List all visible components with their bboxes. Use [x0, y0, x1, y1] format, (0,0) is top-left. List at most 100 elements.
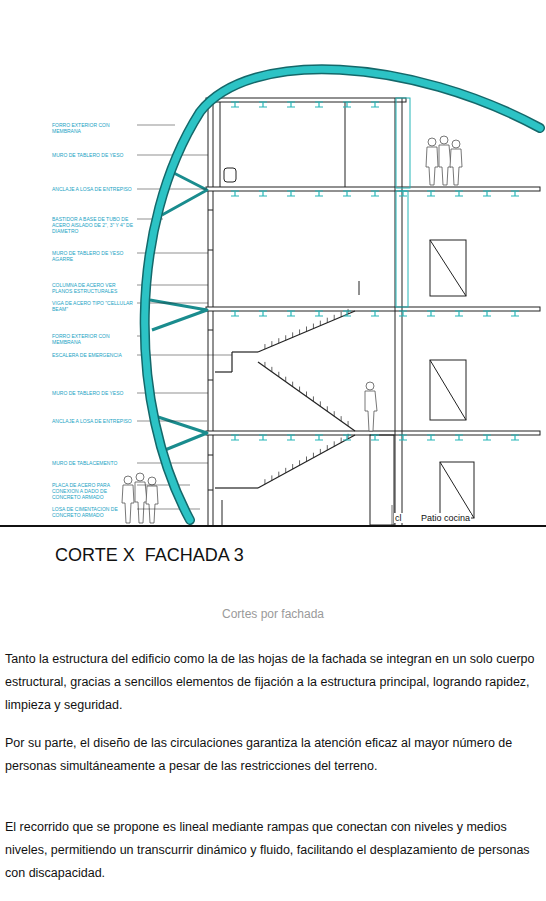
emergency-stair	[278, 372, 279, 377]
cellular-beam	[231, 102, 519, 440]
cellular-beam	[315, 435, 323, 440]
emergency-stair	[327, 445, 328, 450]
cellular-beam	[371, 102, 379, 107]
emergency-stair	[299, 460, 300, 465]
ground-line	[0, 525, 546, 527]
cellular-beam	[231, 311, 239, 316]
people-figures	[124, 476, 132, 484]
cellular-beam	[287, 311, 295, 316]
building-structure	[208, 250, 213, 251]
building-structure	[208, 210, 213, 211]
cellular-beam	[455, 191, 463, 196]
people-figures	[365, 391, 377, 431]
grid-line	[392, 505, 393, 525]
building-structure	[430, 240, 466, 296]
cellular-beam	[427, 311, 435, 316]
cellular-beam	[427, 435, 435, 440]
cellular-beam	[287, 102, 295, 107]
building-structure	[224, 168, 236, 182]
emergency-stair	[271, 367, 272, 372]
facade-bracing	[150, 300, 207, 330]
emergency-stair	[292, 382, 293, 387]
emergency-stair	[258, 435, 355, 488]
facade-rib	[145, 69, 540, 520]
emergency-stair	[320, 449, 321, 454]
cellular-beam	[399, 191, 407, 196]
figure-caption: Cortes por fachada	[0, 607, 546, 622]
emergency-stair	[232, 351, 258, 352]
leader-lines	[137, 125, 232, 509]
building-structure	[370, 435, 394, 525]
callout-label: MURO DE TABLERO DE YESO AGARRE	[52, 250, 134, 262]
building-structure	[440, 462, 474, 518]
emergency-stair	[232, 487, 258, 488]
building-structure	[206, 98, 540, 525]
cellular-beam	[315, 191, 323, 196]
cellular-beam	[511, 191, 519, 196]
building-structure	[208, 490, 213, 491]
callout-label: ESCALERA DE EMERGENCIA	[52, 352, 134, 358]
emergency-stair	[278, 472, 279, 477]
building-structure	[395, 98, 396, 525]
emergency-stair	[327, 406, 328, 411]
cellular-beam	[483, 435, 491, 440]
callout-label: COLUMNA DE ACERO VER PLANOS ESTRUCTURALE…	[52, 282, 134, 294]
cellular-beam	[343, 311, 351, 316]
cellular-beam	[483, 191, 491, 196]
emergency-stair	[341, 416, 342, 421]
callout-label: LOSA DE CIMENTACION DE CONCRETO ARMADO	[52, 506, 134, 518]
cellular-beam	[511, 435, 519, 440]
callout-label: FORRO EXTERIOR CON MEMBRANA	[52, 122, 134, 134]
people-figures	[366, 382, 374, 390]
emergency-stair	[292, 332, 293, 337]
building-structure	[208, 380, 213, 381]
cellular-beam	[231, 191, 239, 196]
emergency-stair	[285, 335, 286, 340]
drawing-label: cl	[394, 513, 403, 523]
body-paragraph: Por su parte, el diseño de las circulaci…	[5, 732, 541, 778]
cellular-beam	[343, 102, 351, 107]
cellular-beam	[231, 102, 239, 107]
cellular-beam	[455, 311, 463, 316]
cellular-beam	[483, 311, 491, 316]
emergency-stair	[320, 321, 321, 326]
emergency-stair	[313, 396, 314, 401]
emergency-stair	[327, 318, 328, 323]
emergency-stair	[313, 324, 314, 329]
cellular-beam	[259, 311, 267, 316]
people-figures	[148, 477, 156, 485]
cellular-beam	[399, 311, 407, 316]
leader-line	[137, 509, 200, 510]
building-structure	[430, 240, 466, 296]
emergency-stair	[271, 341, 272, 346]
emergency-stair	[278, 338, 279, 343]
cellular-beam	[371, 191, 379, 196]
emergency-stair	[334, 411, 335, 416]
emergency-stair	[334, 315, 335, 320]
cellular-beam	[259, 435, 267, 440]
emergency-stair	[285, 468, 286, 473]
emergency-stair	[348, 421, 349, 426]
cellular-beam	[455, 435, 463, 440]
people-figures	[428, 138, 436, 146]
cellular-beam	[511, 311, 519, 316]
emergency-stair	[215, 371, 232, 372]
facade-rib	[145, 69, 540, 520]
cellular-beam	[259, 191, 267, 196]
emergency-stair	[306, 457, 307, 462]
callout-label: ANCLAJE A LOSA DE ENTREPISO	[52, 418, 134, 424]
emergency-stair	[264, 362, 265, 367]
facade-rib	[145, 69, 540, 520]
leader-line	[137, 485, 190, 486]
people-figures	[135, 482, 147, 523]
people-figures	[450, 149, 462, 185]
emergency-stair	[285, 377, 286, 382]
callout-label: MURO DE TABLERO DE YESO	[52, 152, 134, 158]
building-structure	[440, 462, 474, 518]
cellular-beam	[343, 191, 351, 196]
building-structure	[222, 500, 223, 525]
leader-line	[137, 189, 207, 190]
cellular-beam	[259, 102, 267, 107]
emergency-stair	[264, 479, 265, 484]
